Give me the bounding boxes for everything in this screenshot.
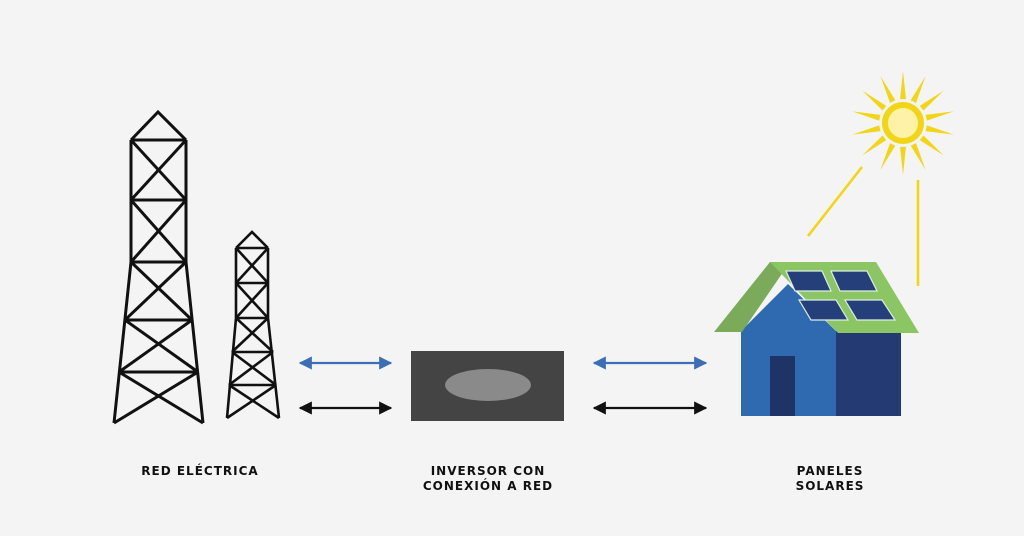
sun-ray-lines: [806, 166, 920, 286]
solar-panels-icon: [785, 270, 897, 321]
sun-spike: [900, 146, 906, 175]
sun-spike: [852, 125, 881, 135]
solar-label-line2: SOLARES: [795, 479, 865, 493]
sun-spike: [880, 143, 896, 170]
inverter-label: INVERSOR CON CONEXIÓN A RED: [400, 464, 576, 494]
grid-label: RED ELÉCTRICA: [120, 464, 280, 479]
sun-spike: [919, 90, 944, 111]
inverter-icon: [411, 351, 564, 421]
sun-icon: [852, 71, 954, 175]
sun-spike: [900, 71, 906, 100]
sun-spike: [862, 135, 887, 156]
solar-label-line1: PANELES: [796, 464, 864, 478]
small-power-tower-icon: [225, 230, 281, 420]
sun-spike: [862, 90, 887, 111]
solar-label: PANELES SOLARES: [750, 464, 910, 494]
sun-spike: [910, 143, 926, 170]
solar-house-icon: [714, 262, 919, 416]
grid-label-text: RED ELÉCTRICA: [141, 464, 259, 478]
inverter-label-line1: INVERSOR CON: [430, 464, 546, 478]
sun-spike: [852, 111, 881, 121]
sun-spike: [925, 111, 954, 121]
inverter-label-line2: CONEXIÓN A RED: [422, 479, 554, 493]
large-power-tower-icon: [112, 109, 205, 425]
sun-spike: [910, 76, 926, 103]
sun-spike: [925, 125, 954, 135]
sun-spike: [880, 76, 896, 103]
sun-spike: [919, 135, 944, 156]
